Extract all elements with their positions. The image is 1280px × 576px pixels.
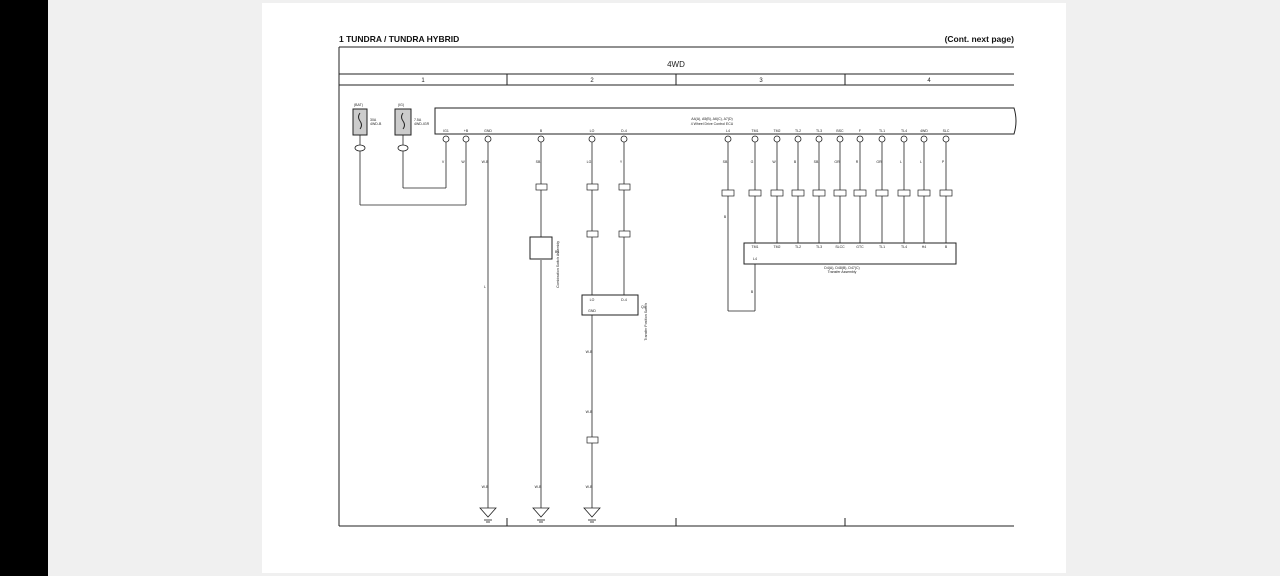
- svg-text:TL1: TL1: [879, 129, 885, 133]
- svg-text:GR: GR: [834, 160, 840, 164]
- fuse-bat: (BAT) 30A 4WD-B: [352, 103, 382, 136]
- svg-text:4WD-B: 4WD-B: [370, 122, 382, 126]
- svg-text:L4: L4: [753, 257, 757, 261]
- svg-text:TL3: TL3: [816, 129, 822, 133]
- svg-text:TM1: TM1: [752, 129, 759, 133]
- svg-text:TL2: TL2: [795, 129, 801, 133]
- inline-connectors: [535, 183, 953, 444]
- svg-text:D4(A), D48(B), D47(C): D4(A), D48(B), D47(C): [824, 266, 859, 270]
- svg-text:LO: LO: [590, 298, 595, 302]
- column-number: 3: [759, 78, 763, 84]
- svg-text:TL4: TL4: [901, 129, 907, 133]
- svg-text:W-B: W-B: [535, 485, 542, 489]
- svg-text:W-B: W-B: [586, 410, 593, 414]
- combination-switch: B1 Combination Switch Assembly: [529, 236, 560, 288]
- svg-text:F: F: [859, 129, 861, 133]
- svg-text:4WD: 4WD: [920, 129, 928, 133]
- svg-text:+B: +B: [464, 129, 469, 133]
- svg-text:Transfer Position Switch: Transfer Position Switch: [644, 303, 648, 341]
- ground-symbols: [479, 507, 601, 523]
- svg-text:B: B: [724, 215, 727, 219]
- column-number: 4: [927, 78, 931, 84]
- svg-text:B: B: [794, 160, 797, 164]
- svg-text:(IG): (IG): [398, 103, 404, 107]
- wire-color-labels: V W W-B SB LG Y SB G W B SB GR R GR L L …: [442, 160, 945, 489]
- svg-text:LG: LG: [587, 160, 592, 164]
- ecu-pin-labels: IG1 +B GND B LO D-4 L4 TM1 TM2 TL2 TL3 B…: [443, 129, 950, 133]
- svg-text:TL1: TL1: [879, 245, 885, 249]
- ecu-box: [434, 107, 1017, 135]
- svg-text:D-4: D-4: [621, 298, 627, 302]
- svg-text:SB: SB: [814, 160, 819, 164]
- svg-text:W: W: [772, 160, 776, 164]
- svg-text:IG1: IG1: [443, 129, 449, 133]
- svg-text:SLCC: SLCC: [835, 245, 845, 249]
- svg-text:TM2: TM2: [774, 129, 781, 133]
- svg-text:Combination Switch Assembly: Combination Switch Assembly: [556, 241, 560, 288]
- document-page: 1 TUNDRA / TUNDRA HYBRID (Cont. next pag…: [262, 3, 1066, 573]
- svg-text:L: L: [920, 160, 922, 164]
- svg-text:Transfer Assembly: Transfer Assembly: [828, 270, 857, 274]
- continued-label: (Cont. next page): [944, 34, 1014, 44]
- svg-text:GTC: GTC: [856, 245, 864, 249]
- svg-text:W-B: W-B: [482, 160, 489, 164]
- svg-text:G: G: [751, 160, 754, 164]
- svg-text:30A: 30A: [370, 118, 377, 122]
- svg-text:Q4: Q4: [641, 305, 646, 309]
- svg-text:BSC: BSC: [836, 129, 844, 133]
- svg-text:TL2: TL2: [795, 245, 801, 249]
- svg-text:W: W: [461, 160, 465, 164]
- svg-text:B: B: [540, 129, 543, 133]
- svg-text:SB: SB: [723, 160, 728, 164]
- column-number: 1: [421, 78, 425, 84]
- svg-text:W-B: W-B: [482, 485, 489, 489]
- svg-text:D-4: D-4: [621, 129, 627, 133]
- svg-text:V: V: [442, 160, 445, 164]
- transfer-position-switch: LO D-4 GND Q4 Transfer Position Switch: [581, 294, 648, 341]
- svg-text:H4: H4: [922, 245, 927, 249]
- svg-text:GND: GND: [484, 129, 492, 133]
- svg-text:GR: GR: [876, 160, 882, 164]
- ecu-name: 4 Wheel Drive Control ECU: [691, 122, 734, 126]
- wiring-diagram: 4WD 1 2 3 4 A4(A), A5(B), A6(C), A7(D) 4…: [338, 46, 1017, 527]
- svg-text:TL4: TL4: [901, 245, 907, 249]
- column-number: 2: [590, 78, 594, 84]
- svg-text:B1: B1: [555, 250, 559, 254]
- svg-text:TM1: TM1: [752, 245, 759, 249]
- svg-text:TL3: TL3: [816, 245, 822, 249]
- svg-text:W-B: W-B: [586, 350, 593, 354]
- page-title: 1 TUNDRA / TUNDRA HYBRID: [339, 34, 460, 44]
- svg-text:W-B: W-B: [586, 485, 593, 489]
- svg-text:GND: GND: [588, 309, 596, 313]
- svg-text:4WD-IGR: 4WD-IGR: [414, 122, 430, 126]
- svg-text:P: P: [942, 160, 945, 164]
- svg-text:L4: L4: [726, 129, 730, 133]
- svg-text:LO: LO: [590, 129, 595, 133]
- system-name: 4WD: [667, 60, 685, 69]
- svg-text:TM2: TM2: [774, 245, 781, 249]
- svg-text:R: R: [856, 160, 859, 164]
- svg-text:B: B: [945, 245, 948, 249]
- svg-text:7.5A: 7.5A: [414, 118, 422, 122]
- svg-text:B: B: [751, 290, 754, 294]
- svg-text:SLC: SLC: [943, 129, 950, 133]
- fuse-ig: (IG) 7.5A 4WD-IGR: [394, 103, 430, 136]
- transfer-assembly: TM1 TM2 TL2 TL3 SLCC GTC TL1 TL4 H4 B L4…: [743, 242, 957, 274]
- svg-text:L: L: [900, 160, 902, 164]
- svg-text:SB: SB: [536, 160, 541, 164]
- svg-text:L: L: [484, 285, 486, 289]
- svg-text:Y: Y: [620, 160, 623, 164]
- svg-text:(BAT): (BAT): [354, 103, 363, 107]
- ecu-codes: A4(A), A5(B), A6(C), A7(D): [691, 117, 732, 121]
